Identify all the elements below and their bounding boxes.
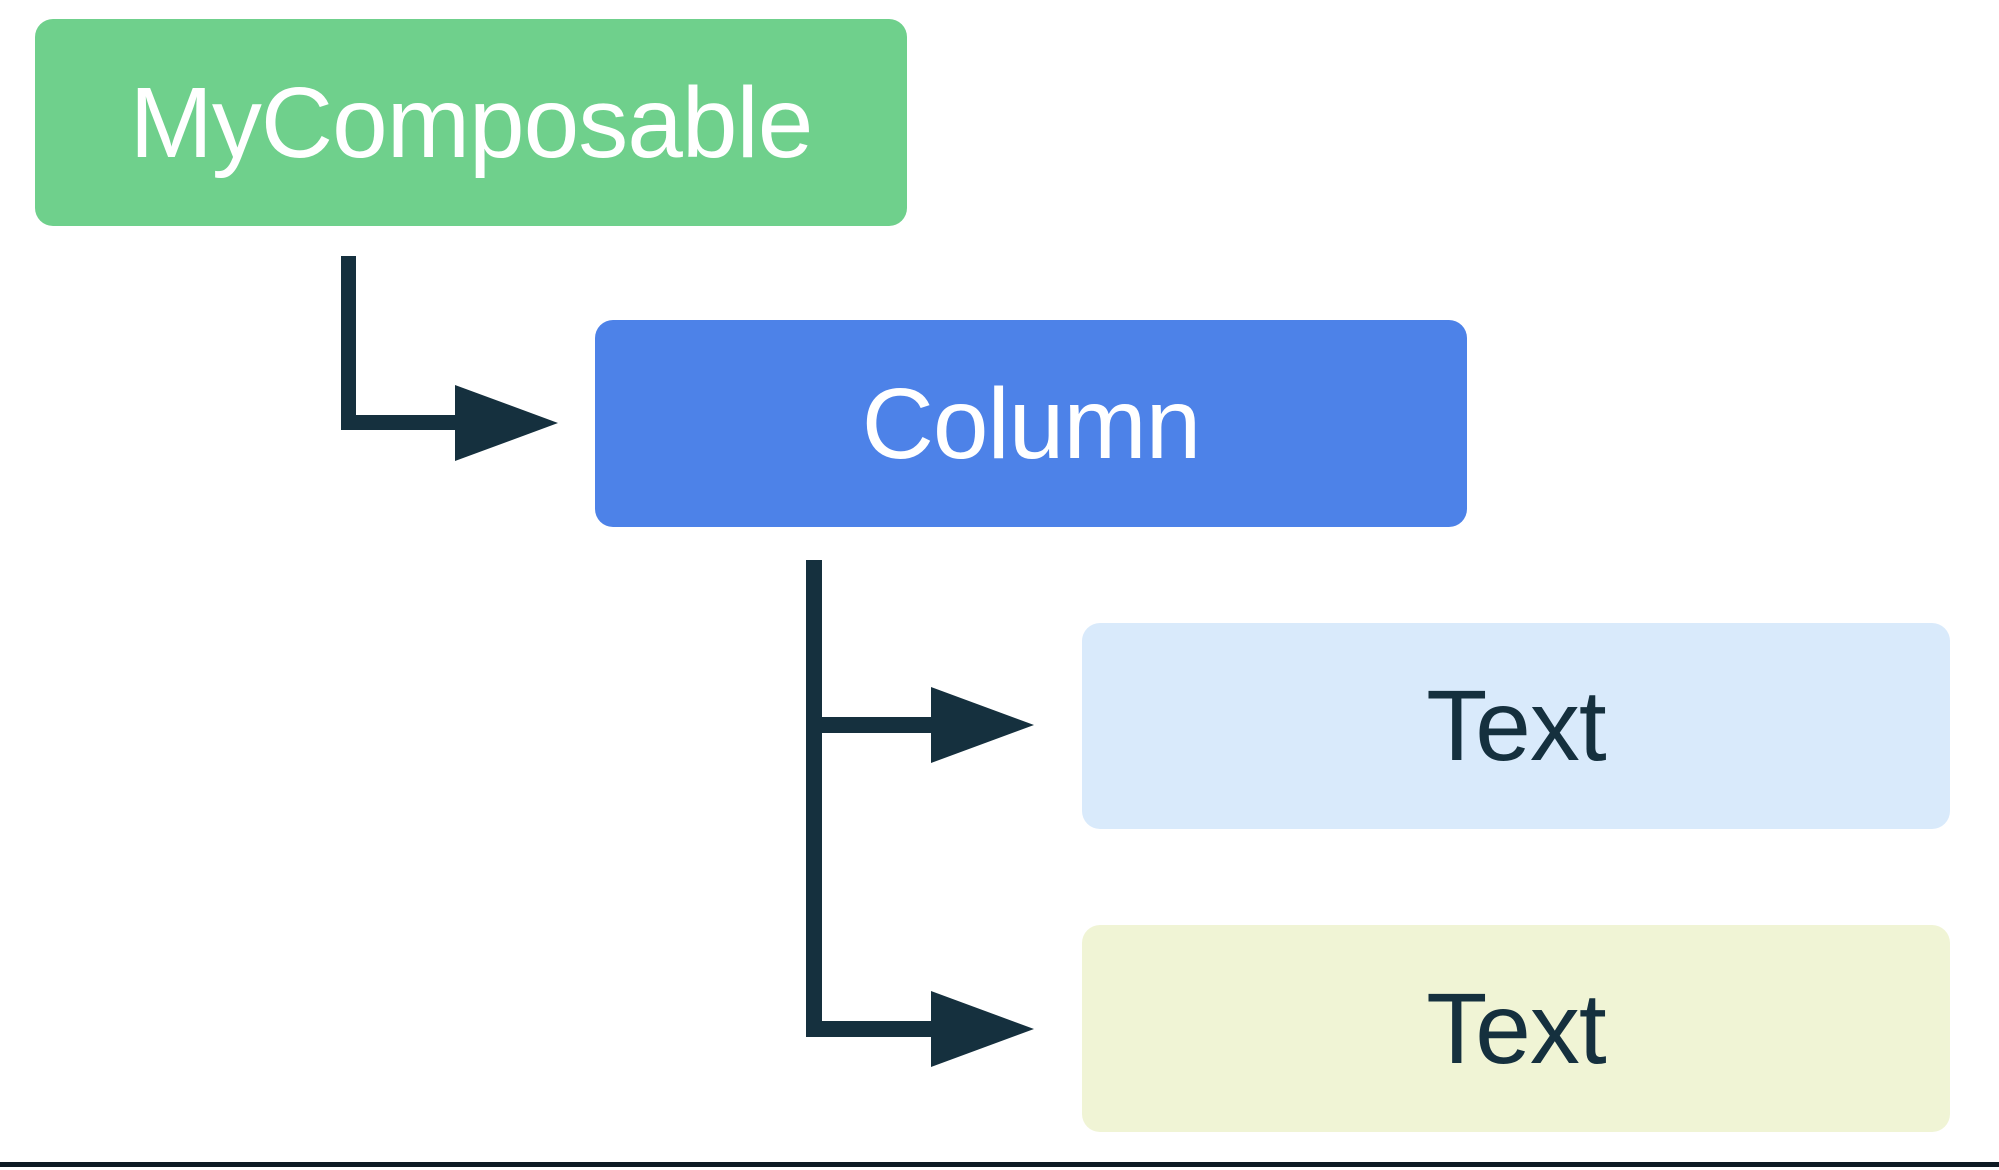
- node-mycomposable: MyComposable: [35, 19, 907, 226]
- arrowhead-right-icon: [931, 687, 1034, 763]
- connector-column-children-vertical: [806, 560, 822, 1037]
- node-mycomposable-label: MyComposable: [129, 66, 814, 179]
- node-column: Column: [595, 320, 1467, 527]
- node-text-first: Text: [1082, 623, 1950, 829]
- node-text-second-label: Text: [1426, 972, 1606, 1085]
- connector-column-text2-horizontal: [806, 1021, 935, 1037]
- node-column-label: Column: [861, 367, 1202, 480]
- connector-mycomposable-column-vertical: [341, 256, 356, 430]
- connector-mycomposable-column-horizontal: [341, 415, 460, 430]
- node-text-first-label: Text: [1426, 670, 1606, 782]
- node-text-second: Text: [1082, 925, 1950, 1132]
- bottom-divider: [0, 1162, 1999, 1167]
- arrowhead-right-icon: [455, 385, 558, 461]
- connector-column-text1-horizontal: [806, 717, 935, 733]
- arrowhead-right-icon: [931, 991, 1034, 1067]
